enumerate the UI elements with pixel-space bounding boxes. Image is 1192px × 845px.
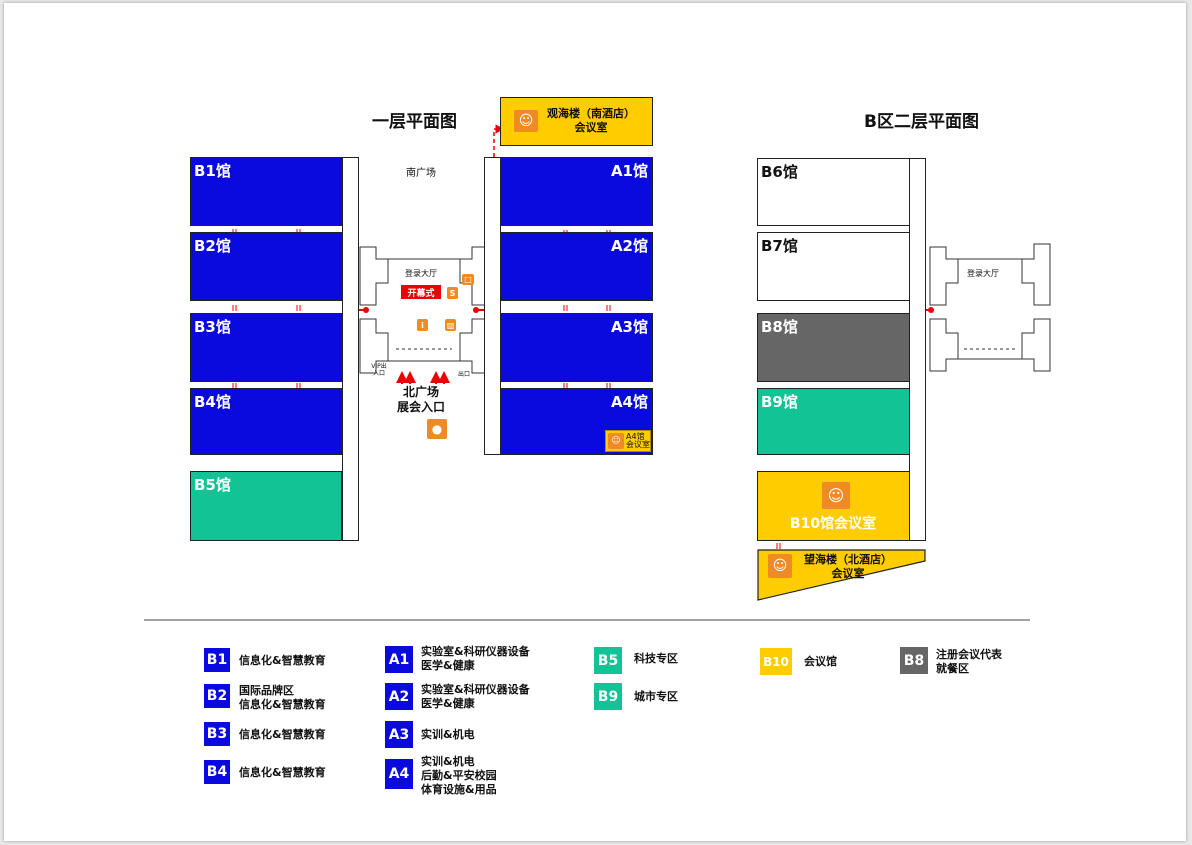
guanhai-line1: 观海楼（南酒店）	[547, 107, 635, 120]
wanghai-meeting-icon: ☺	[768, 554, 792, 578]
right-corridor	[484, 157, 501, 455]
meeting-icon: ☺	[514, 110, 538, 132]
south-plaza-label: 南广场	[406, 168, 436, 179]
hall-a1-label: A1馆	[610, 162, 648, 180]
wanghai-meeting-room[interactable]: 望海楼（北酒店） 会议室	[794, 553, 902, 581]
hall-b1[interactable]: B1馆	[190, 157, 342, 226]
meeting-icon: ☺	[608, 433, 624, 449]
hall-b7[interactable]: B7馆	[757, 232, 910, 301]
hall-b6-label: B6馆	[761, 163, 798, 181]
floor2-register-hall-label: 登录大厅	[967, 269, 999, 278]
stairs-icon: S	[447, 287, 458, 299]
hall-b9-label: B9馆	[761, 393, 798, 411]
hall-b8[interactable]: B8馆	[757, 313, 910, 382]
hall-a1[interactable]: A1馆	[500, 157, 653, 226]
b10-label: B10馆会议室	[789, 516, 877, 532]
ticket-icon: ●	[427, 419, 447, 439]
hall-b3-label: B3馆	[194, 318, 231, 336]
hall-b5-label: B5馆	[194, 476, 231, 494]
a4-meeting-line2: 会议室	[626, 440, 650, 449]
floor1-title: 一层平面图	[372, 112, 457, 132]
hall-b4-label: B4馆	[194, 393, 231, 411]
vip-exit-label: VIP出入口	[371, 363, 387, 377]
hall-b5[interactable]: B5馆	[190, 471, 342, 541]
exit-label: 出口	[458, 371, 471, 378]
b10-meeting-hall[interactable]: ☺ B10馆会议室	[757, 471, 910, 541]
register-hall-label: 登录大厅	[405, 269, 437, 278]
hall-b1-label: B1馆	[194, 162, 231, 180]
hall-b2[interactable]: B2馆	[190, 232, 342, 301]
meeting-icon: ☺	[822, 482, 850, 509]
hall-b2-label: B2馆	[194, 237, 231, 255]
info-icon: i	[417, 319, 428, 331]
guanhai-line2: 会议室	[574, 121, 608, 134]
wanghai-line1: 望海楼（北酒店）	[804, 553, 892, 566]
restroom-icon: ▧	[445, 319, 456, 331]
hall-b6[interactable]: B6馆	[757, 158, 910, 226]
north-entrance-line1: 北广场	[402, 385, 439, 399]
hall-b4[interactable]: B4馆	[190, 388, 342, 455]
a4-meeting-line1: A4馆	[626, 432, 645, 441]
floor-plan-page: 一层平面图 B区二层平面图 B1馆 B2馆 B3馆 B4馆 B5馆 A1馆 A2…	[4, 3, 1186, 841]
hall-a3-label: A3馆	[610, 318, 648, 336]
hall-a4-label: A4馆	[610, 393, 648, 411]
hall-a2-label: A2馆	[610, 237, 648, 255]
hall-b3[interactable]: B3馆	[190, 313, 342, 382]
left-corridor	[342, 157, 359, 541]
hall-b9[interactable]: B9馆	[757, 388, 910, 455]
north-entrance-line2: 展会入口	[396, 400, 445, 414]
service-icon: □	[462, 274, 474, 285]
opening-ceremony-badge[interactable]: 开幕式	[401, 285, 441, 299]
a4-meeting-room[interactable]: ☺ A4馆 会议室	[605, 430, 651, 452]
guanhai-meeting-room[interactable]: ☺ 观海楼（南酒店） 会议室	[500, 97, 653, 146]
wanghai-line2: 会议室	[831, 567, 865, 580]
floor2-corridor	[909, 158, 926, 541]
hall-b8-label: B8馆	[761, 318, 798, 336]
hall-a2[interactable]: A2馆	[500, 232, 653, 301]
hall-a3[interactable]: A3馆	[500, 313, 653, 382]
floor2-title: B区二层平面图	[864, 112, 979, 132]
hall-b7-label: B7馆	[761, 237, 798, 255]
north-entrance-label: 北广场 展会入口	[396, 385, 446, 415]
